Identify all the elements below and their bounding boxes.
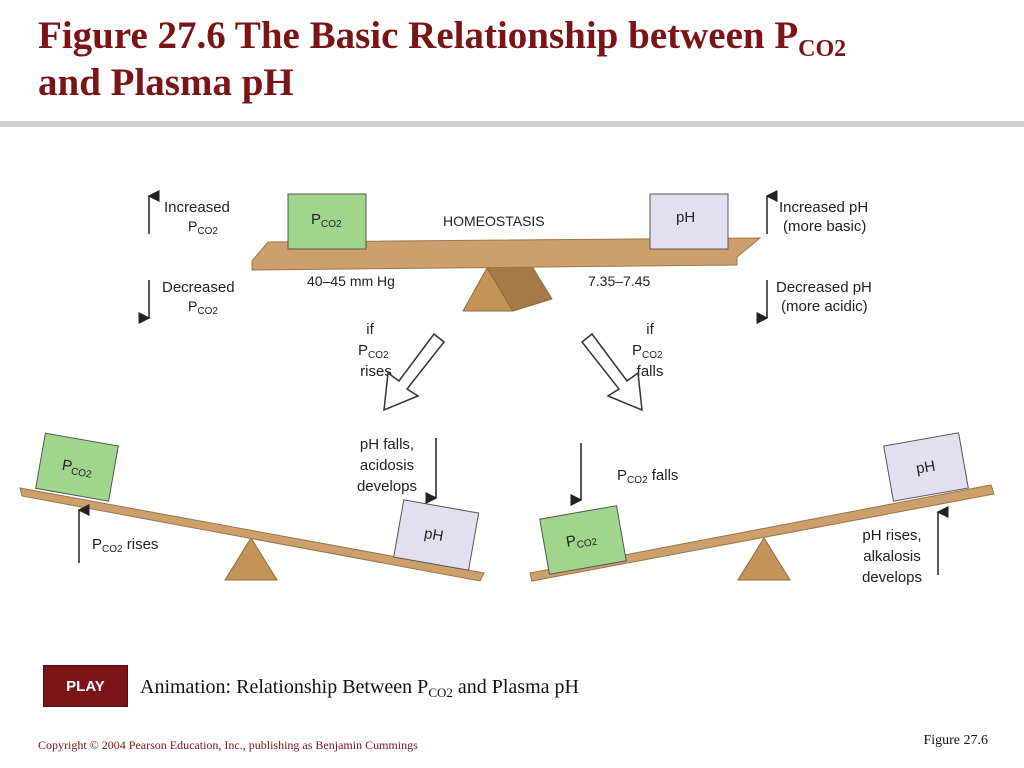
increased-ph-line1: Increased pH — [779, 199, 868, 216]
ph-rises-line2: alkalosis — [863, 548, 921, 565]
if-label: if — [646, 321, 654, 338]
pco2-range: 40–45 mm Hg — [307, 273, 395, 289]
pco2-label: PCO2 — [358, 342, 389, 361]
top-ph-box — [649, 193, 729, 250]
left-ph-label: pH — [423, 525, 445, 545]
alkalosis-seesaw: PCO2 pH PCO2 falls pH rises, alkalosis d… — [529, 432, 995, 586]
title-subscript: CO2 — [798, 36, 847, 62]
left-fulcrum — [224, 537, 278, 581]
left-ph-box: pH — [393, 499, 480, 571]
if-label: if — [366, 321, 374, 338]
left-pco2-label: PCO2 — [60, 457, 94, 481]
ph-falls-line1: pH falls, — [360, 436, 414, 453]
left-pco2-box: PCO2 — [35, 432, 119, 502]
hollow-arrow-left — [383, 332, 446, 412]
figure-label: Figure 27.6 — [923, 733, 988, 748]
title-text: Figure 27.6 The Basic Relationship betwe… — [38, 14, 799, 57]
rises-label: rises — [360, 363, 392, 380]
ph-falls-line2: acidosis — [360, 457, 414, 474]
play-button[interactable]: PLAY — [43, 665, 128, 707]
ph-range: 7.35–7.45 — [588, 273, 650, 289]
homeostasis-label: HOMEOSTASIS — [443, 213, 545, 229]
top-pco2-box — [287, 193, 367, 250]
homeostasis-seesaw: PCO2 pH HOMEOSTASIS 40–45 mm Hg 7.35–7.4… — [251, 193, 762, 312]
increased-ph-line2: (more basic) — [783, 218, 866, 235]
acidosis-seesaw: PCO2 pH pH falls, acidosis develops PCO2… — [19, 432, 485, 582]
increased-pco2-label: PCO2 — [188, 218, 218, 237]
right-pco2-label: PCO2 — [565, 529, 599, 553]
increased-pco2-legend: Increased PCO2 — [147, 190, 230, 237]
right-ph-label: pH — [915, 458, 937, 478]
pco2-falls-label: PCO2 falls — [617, 467, 678, 486]
if-pco2-falls: if PCO2 falls — [580, 321, 664, 412]
top-pco2-label: PCO2 — [311, 211, 342, 230]
ph-rises-line1: pH rises, — [862, 527, 921, 544]
caption-text-end: and Plasma pH — [452, 676, 579, 698]
if-pco2-rises: if PCO2 rises — [358, 321, 446, 412]
decreased-label: Decreased — [162, 279, 235, 296]
ph-rises-line3: develops — [862, 569, 922, 586]
right-beam — [529, 484, 995, 582]
decreased-pco2-legend: Decreased PCO2 — [138, 279, 235, 324]
increased-label: Increased — [164, 199, 230, 216]
title-divider — [0, 121, 1024, 127]
decreased-pco2-label: PCO2 — [188, 298, 218, 317]
hollow-arrow-right — [580, 332, 643, 412]
right-ph-box: pH — [883, 432, 969, 502]
right-pco2-box: PCO2 — [539, 505, 627, 575]
pco2-label: PCO2 — [632, 342, 663, 361]
decreased-ph-legend: Decreased pH (more acidic) — [756, 279, 872, 324]
caption-subscript: CO2 — [428, 685, 453, 700]
ph-falls-line3: develops — [357, 478, 417, 495]
slide-title: Figure 27.6 The Basic Relationship betwe… — [38, 12, 1018, 106]
increased-ph-legend: Increased pH (more basic) — [765, 190, 868, 235]
title-text-line2: and Plasma pH — [38, 61, 294, 104]
decreased-ph-line1: Decreased pH — [776, 279, 872, 296]
top-beam — [251, 237, 762, 271]
copyright-notice: Copyright © 2004 Pearson Education, Inc.… — [38, 738, 418, 752]
caption-text: Animation: Relationship Between P — [140, 676, 429, 698]
right-fulcrum — [737, 537, 791, 581]
left-beam — [19, 487, 485, 582]
pco2-rises-label: PCO2 rises — [92, 536, 158, 555]
falls-label: falls — [637, 363, 664, 380]
animation-caption[interactable]: Animation: Relationship Between PCO2 and… — [140, 676, 579, 699]
decreased-ph-line2: (more acidic) — [781, 298, 868, 315]
top-ph-label: pH — [676, 209, 695, 226]
